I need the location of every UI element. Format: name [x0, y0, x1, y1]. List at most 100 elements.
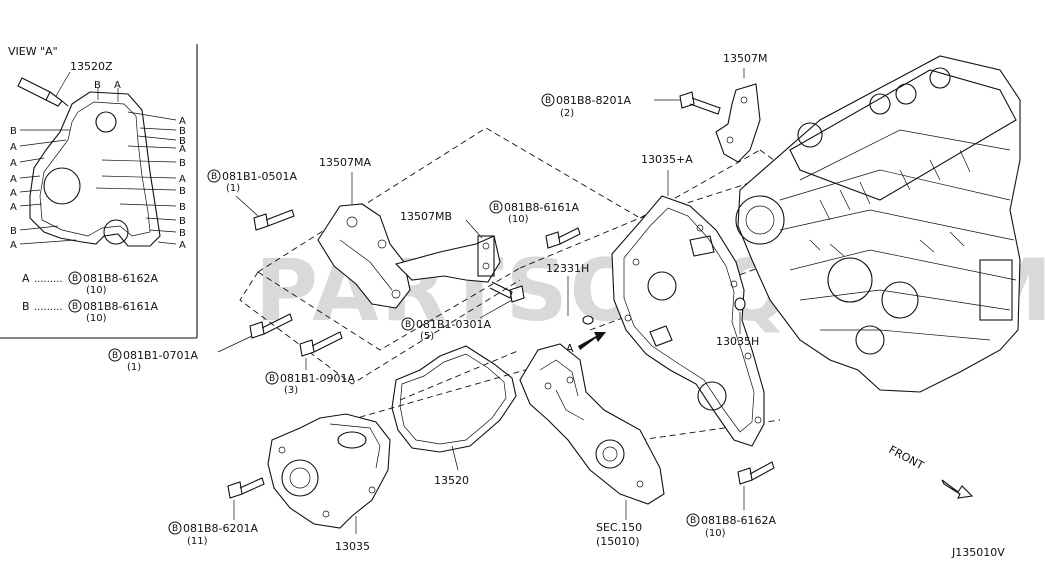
- label-bolt-6162A[interactable]: 081B8-6162A: [701, 514, 777, 527]
- qty-bolt-0301A: (5): [420, 331, 434, 342]
- label-13507MB[interactable]: 13507MB: [400, 210, 452, 223]
- bolt-symbol-icon: [265, 371, 279, 385]
- inset-sealant-bead: [39, 101, 151, 237]
- bolt-6161A[interactable]: [545, 227, 581, 249]
- gasket-13520[interactable]: [391, 345, 517, 471]
- spark-plug-well-1: [869, 93, 891, 115]
- bolt-symbol-icon: [68, 299, 82, 313]
- view-a-arrow-icon: [578, 332, 606, 350]
- label-13035A[interactable]: 13035+A: [641, 153, 693, 166]
- legend-bolt-b[interactable]: 081B8-6161A: [83, 300, 159, 313]
- label-13520[interactable]: 13520: [434, 474, 469, 487]
- inset-cam-hole: [95, 111, 117, 133]
- legend-key-b: B: [22, 300, 30, 313]
- inset-letter-right-6: A: [179, 174, 186, 185]
- inset-letter-b-top: B: [94, 80, 101, 91]
- gasket-13035H[interactable]: [734, 297, 746, 334]
- bracket-13507M[interactable]: [715, 68, 761, 163]
- label-13507M[interactable]: 13507M: [723, 52, 767, 65]
- label-13035H[interactable]: 13035H: [716, 335, 759, 348]
- label-sec150[interactable]: SEC.150: [596, 521, 642, 534]
- label-bolt-6201A[interactable]: 081B8-6201A: [183, 522, 259, 535]
- bolt-symbol-icon: [108, 348, 122, 362]
- engine-block[interactable]: [735, 55, 1021, 393]
- bolt-symbol-icon: [686, 513, 700, 527]
- label-bolt-0301A[interactable]: 081B1-0301A: [416, 318, 492, 331]
- bolt-0901A[interactable]: [299, 331, 343, 370]
- qty-bolt-6161A: (10): [508, 214, 529, 225]
- bolt-symbol-icon: [68, 271, 82, 285]
- bolt-6201A[interactable]: [227, 477, 265, 520]
- label-13507MA[interactable]: 13507MA: [319, 156, 371, 169]
- view-a-inset: VIEW "A" 13520Z: [0, 44, 198, 339]
- bolt-0301A[interactable]: [479, 281, 525, 319]
- bolt-symbol-letter: B: [211, 172, 217, 182]
- inset-letter-a-top: A: [114, 80, 121, 91]
- legend-bolt-a[interactable]: 081B8-6162A: [83, 272, 159, 285]
- timing-cover-13035[interactable]: [267, 413, 391, 534]
- crank-seal-opening: [697, 381, 727, 411]
- bolt-symbol-letter: B: [545, 96, 551, 106]
- inset-letter-right-4: A: [179, 144, 186, 155]
- timing-cover-13035A[interactable]: [611, 170, 765, 447]
- label-bolt-0901A[interactable]: 081B1-0901A: [280, 372, 356, 385]
- inset-letter-right-8: B: [179, 202, 186, 213]
- front-arrow-icon: [941, 479, 974, 499]
- view-a-arrow-letter: A: [566, 342, 574, 355]
- inset-letter-left-3: A: [10, 158, 17, 169]
- label-bolt-0701A[interactable]: 081B1-0701A: [123, 349, 199, 362]
- rear-cover-port: [337, 431, 367, 449]
- inset-letter-right-7: B: [179, 186, 186, 197]
- bolt-symbol-letter: B: [112, 351, 118, 361]
- diagram-code: J135010V: [951, 546, 1005, 559]
- inset-letter-left-6: A: [10, 202, 17, 213]
- engine-mount-bracket: [979, 259, 1013, 321]
- label-12331H[interactable]: 12331H: [546, 262, 589, 275]
- label-13035[interactable]: 13035: [335, 540, 370, 553]
- qty-bolt-8201A: (2): [560, 108, 574, 119]
- front-case-seal: [595, 439, 625, 469]
- inset-letter-right-9: B: [179, 216, 186, 227]
- bolt-0701A[interactable]: [217, 313, 293, 353]
- legend-qty-b: (10): [86, 313, 107, 324]
- inset-letter-right-10: B: [179, 228, 186, 239]
- bracket-13507MA[interactable]: [317, 172, 411, 309]
- bolt-0501A[interactable]: [235, 195, 295, 231]
- oil-filler-cap: [797, 122, 823, 148]
- pump-opening: [647, 271, 677, 301]
- cam-sprocket: [735, 195, 785, 245]
- bolt-symbol-icon: [401, 317, 415, 331]
- spark-plug-well-2: [895, 83, 917, 105]
- label-bolt-0501A[interactable]: 081B1-0501A: [222, 170, 298, 183]
- inset-letter-left-2: A: [10, 142, 17, 153]
- legend-row-a: A ......... B 081B8-6162A (10): [22, 271, 159, 296]
- inset-pump-hole: [43, 167, 81, 205]
- valve-cover: [789, 69, 1017, 201]
- inset-letter-left-5: A: [10, 188, 17, 199]
- cylinder-bore: [827, 257, 873, 303]
- front-case-sec150[interactable]: [519, 343, 665, 520]
- bolt-8201A[interactable]: [654, 91, 721, 115]
- bolt-6162A[interactable]: [737, 461, 775, 510]
- inset-crank-hole: [103, 219, 129, 245]
- inset-letter-left-8: A: [10, 240, 17, 251]
- inset-letter-right-3: B: [179, 136, 186, 147]
- qty-bolt-6162A: (10): [705, 528, 726, 539]
- view-a-title: VIEW "A": [8, 45, 58, 58]
- qty-bolt-0701A: (1): [127, 362, 141, 373]
- label-bolt-6161A[interactable]: 081B8-6161A: [504, 201, 580, 214]
- label-bolt-8201A[interactable]: 081B8-8201A: [556, 94, 632, 107]
- inset-cover-outline: [29, 91, 161, 247]
- inset-letter-right-11: A: [179, 240, 186, 251]
- legend-row-b: B ......... B 081B8-6161A (10): [22, 299, 159, 324]
- bracket-13507MB[interactable]: [394, 219, 501, 283]
- bolt-symbol-letter: B: [690, 516, 696, 526]
- dowel-12331H[interactable]: [567, 276, 594, 325]
- bolt-symbol-icon: [168, 521, 182, 535]
- bolt-symbol-letter: B: [405, 320, 411, 330]
- rear-cover-pump-hole: [281, 459, 319, 497]
- label-13520Z[interactable]: 13520Z: [70, 60, 113, 73]
- inset-leaders: [19, 88, 177, 245]
- bolt-symbol-letter: B: [493, 203, 499, 213]
